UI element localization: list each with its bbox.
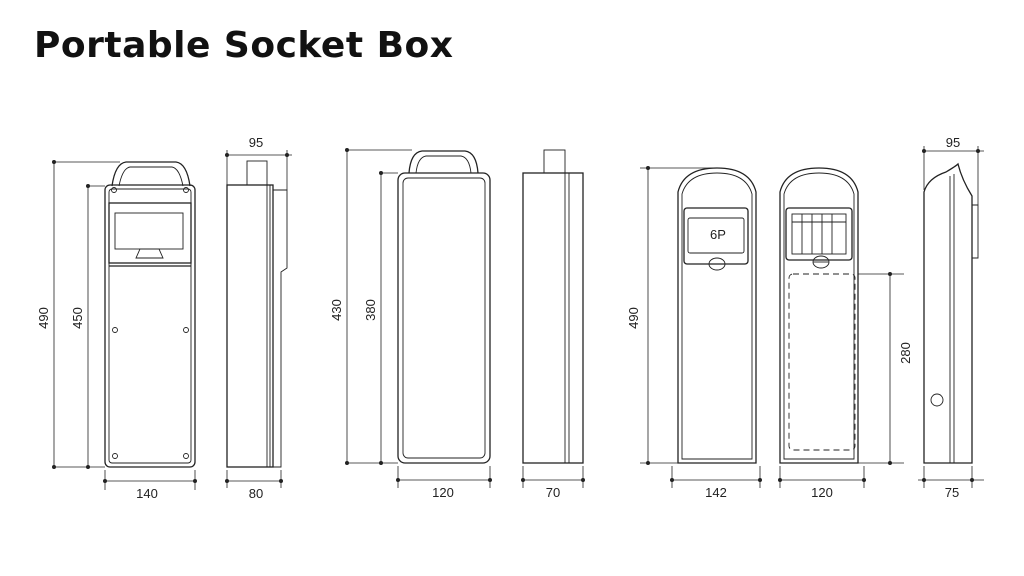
- view-b-bottom-width: 80: [249, 486, 263, 501]
- view-c-front-plain: 430 380 120: [329, 148, 492, 500]
- view-c-height-outer: 430: [329, 299, 344, 321]
- view-b-top-width: 95: [249, 135, 263, 150]
- view-a-front-with-lid: 490 450 140: [36, 160, 197, 501]
- view-f-height: 280: [898, 342, 913, 364]
- view-a-width: 140: [136, 486, 158, 501]
- view-e-width: 142: [705, 485, 727, 500]
- view-e-socket-label: 6P: [710, 227, 726, 242]
- view-g-top-width: 95: [946, 135, 960, 150]
- view-c-width: 120: [432, 485, 454, 500]
- view-f-socket-front-open: 280 120: [778, 167, 913, 500]
- view-b-side-with-lid: 95 80: [225, 135, 292, 501]
- view-d-side-plain: 70: [521, 149, 585, 500]
- view-g-bottom-width: 75: [945, 485, 959, 500]
- view-e-height: 490: [626, 307, 641, 329]
- view-e-socket-front-closed: 6P 490 142: [626, 166, 762, 500]
- view-a-height-outer: 490: [36, 307, 51, 329]
- view-a-height-inner: 450: [70, 307, 85, 329]
- view-f-width: 120: [811, 485, 833, 500]
- page-title: Portable Socket Box: [34, 25, 454, 66]
- view-d-width: 70: [546, 485, 560, 500]
- view-g-socket-side: 95 75: [918, 135, 984, 500]
- view-c-height-inner: 380: [363, 299, 378, 321]
